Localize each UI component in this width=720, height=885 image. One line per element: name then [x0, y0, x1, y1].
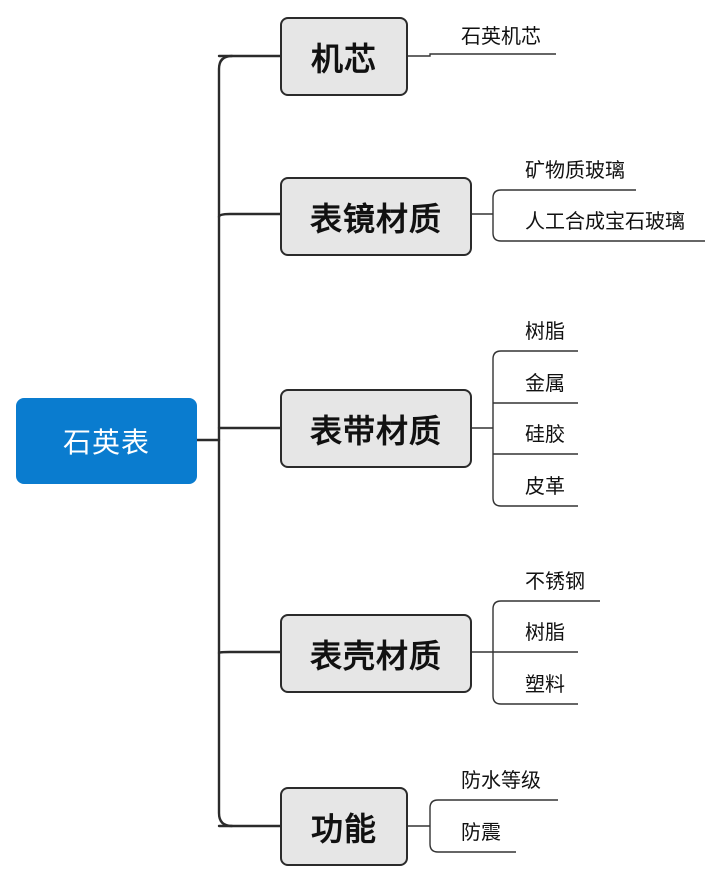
leaf-connector-gongneng: [408, 799, 558, 853]
branch-connector-4: [217, 650, 282, 655]
leaf-item[interactable]: 树脂: [525, 620, 565, 644]
spine-line: [217, 54, 234, 828]
leaf-connector-jixin: [408, 53, 556, 57]
root-label: 石英表: [62, 426, 150, 459]
branch-label: 表壳材质: [309, 636, 442, 675]
leaf-item[interactable]: 树脂: [525, 319, 565, 343]
leaf-item[interactable]: 塑料: [525, 672, 565, 696]
leaf-item[interactable]: 矿物质玻璃: [525, 158, 625, 182]
branch-label: 功能: [310, 809, 377, 848]
leaf-item[interactable]: 不锈钢: [525, 569, 585, 593]
leaf-item[interactable]: 皮革: [525, 474, 565, 498]
branch-node-movement[interactable]: 机芯: [280, 17, 408, 96]
branch-label: 表镜材质: [309, 199, 442, 238]
leaf-item[interactable]: 石英机芯: [461, 24, 541, 48]
branch-label: 机芯: [310, 39, 377, 78]
branch-connector-2: [217, 212, 282, 219]
branch-label: 表带材质: [309, 411, 442, 450]
leaf-item[interactable]: 人工合成宝石玻璃: [525, 209, 685, 233]
leaf-connector-biaojing: [472, 189, 705, 242]
leaf-connector-biaodai: [472, 350, 578, 507]
leaf-item[interactable]: 防水等级: [461, 768, 541, 792]
branch-node-function[interactable]: 功能: [280, 787, 408, 866]
leaf-connector-biaoke: [472, 600, 600, 705]
root-node[interactable]: 石英表: [16, 398, 197, 484]
branch-node-case-material[interactable]: 表壳材质: [280, 614, 472, 693]
leaf-item[interactable]: 硅胶: [525, 422, 565, 446]
leaf-item[interactable]: 金属: [525, 371, 565, 395]
leaf-item[interactable]: 防震: [461, 820, 501, 844]
branch-node-crystal-material[interactable]: 表镜材质: [280, 177, 472, 256]
branch-node-strap-material[interactable]: 表带材质: [280, 389, 472, 468]
